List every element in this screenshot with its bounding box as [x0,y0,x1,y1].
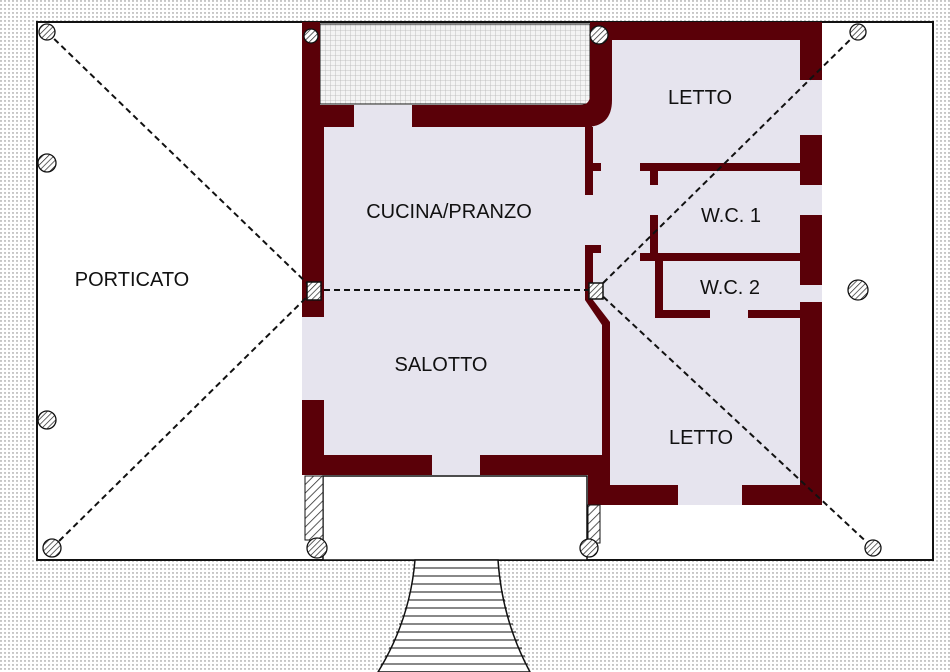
terrace-grid [319,23,591,105]
entrance-pillar-left [304,475,324,541]
room-label-letto-bottom: LETTO [669,427,733,449]
column-marker [42,538,62,558]
room-label-salotto: SALOTTO [395,354,488,376]
walls [302,22,822,505]
room-label-wc2: W.C. 2 [700,277,760,299]
porch-columns [37,23,882,559]
entrance-landing [322,475,588,561]
dashed-lines [46,31,874,549]
column-marker [38,23,56,41]
entrance-stairs [377,559,531,672]
column-marker [589,25,609,45]
column-marker [864,539,882,557]
column-marker [306,537,328,559]
interior-floor [302,22,822,505]
column-marker [37,153,57,173]
column-marker [849,23,867,41]
column-marker [303,28,319,44]
room-label-wc1: W.C. 1 [701,205,761,227]
column-marker [847,279,869,301]
entrance-pillar-right [587,504,601,544]
room-label-porticato: PORTICATO [75,269,189,291]
column-marker [37,410,57,430]
room-label-letto-top: LETTO [668,87,732,109]
marker-square-left [306,281,322,301]
room-label-cucina-pranzo: CUCINA/PRANZO [366,201,532,223]
column-marker [579,538,599,558]
marker-square-center [588,282,604,300]
